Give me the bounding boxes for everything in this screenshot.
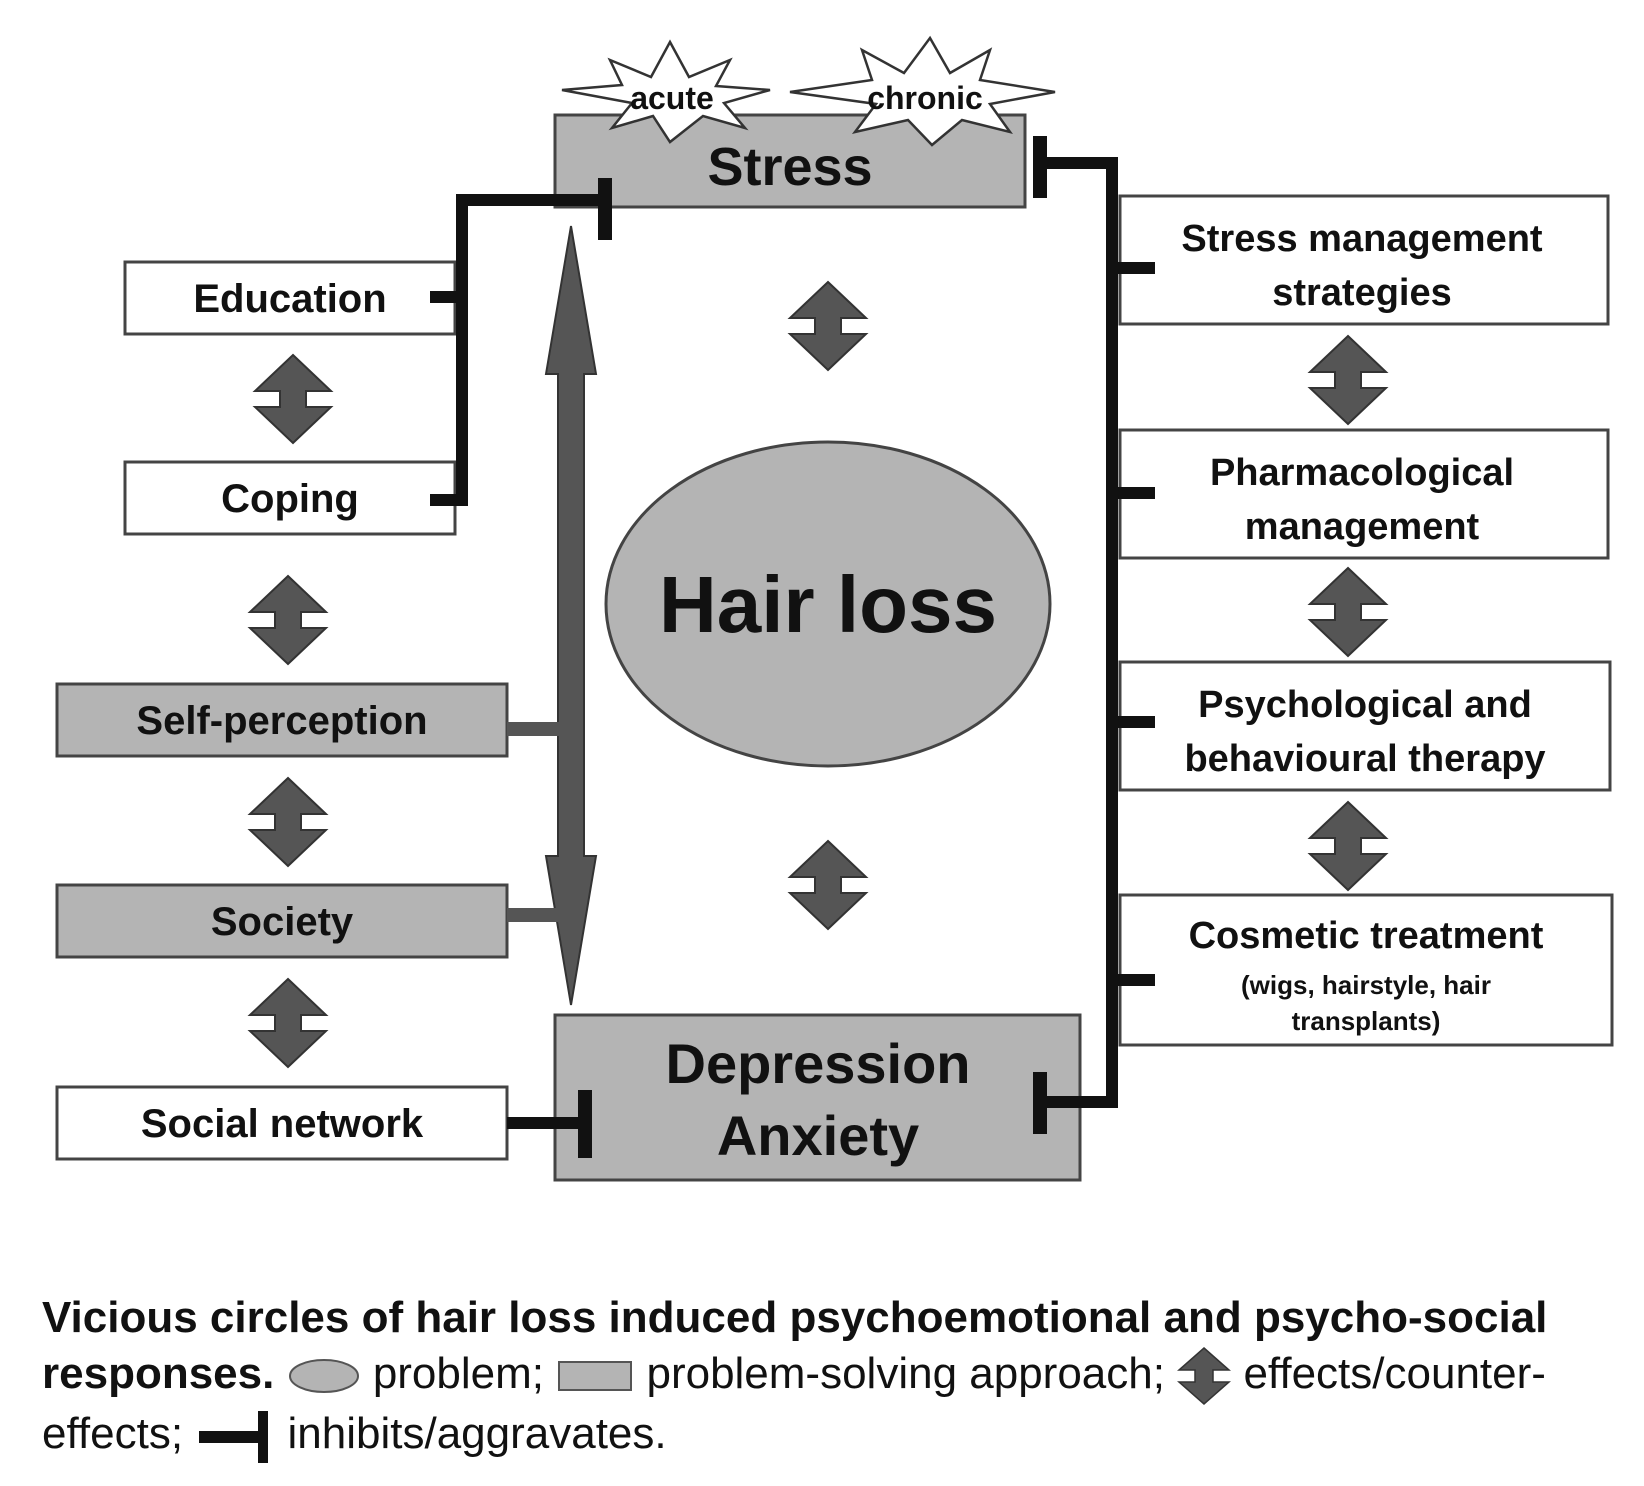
double-arrow-selfperception-society — [249, 777, 327, 867]
hair-loss-ellipse — [604, 440, 1052, 768]
coping-box — [123, 460, 457, 536]
society-label: Society — [211, 900, 354, 944]
psychological-box — [1118, 660, 1612, 792]
legend-problem-text: problem; — [372, 1349, 544, 1398]
acute-label: acute — [630, 80, 714, 116]
chronic-burst-shape — [789, 35, 1056, 147]
pharmacological-line1: Pharmacological — [1210, 452, 1514, 494]
double-arrow-coping-selfperception — [249, 575, 327, 665]
legend-double-arrow-icon — [1177, 1347, 1232, 1406]
left-inhibitor-lines — [430, 178, 612, 1158]
double-arrow-stressmgmt-pharma — [1309, 335, 1387, 425]
education-label: Education — [193, 277, 386, 321]
education-box — [123, 260, 457, 336]
self-perception-label: Self-perception — [136, 699, 427, 743]
double-arrow-education-coping — [254, 354, 332, 444]
hair-loss-label: Hair loss — [659, 560, 997, 649]
social-network-label: Social network — [141, 1102, 424, 1146]
stress-management-line2: strategies — [1272, 272, 1452, 314]
double-arrow-hairloss-depression — [789, 840, 867, 930]
stress-management-line1: Stress management — [1181, 218, 1542, 260]
psychological-line2: behavioural therapy — [1184, 738, 1545, 780]
cosmetic-box — [1118, 893, 1614, 1047]
depression-anxiety-box — [553, 1013, 1082, 1182]
anxiety-label: Anxiety — [717, 1104, 919, 1167]
legend-inhibits-text: inhibits/aggravates. — [287, 1409, 667, 1459]
legend-effects-text: effects/counter-effects; — [42, 1349, 1546, 1459]
caption-title: Vicious circles of hair loss induced psy… — [42, 1293, 1548, 1398]
stress-label: Stress — [707, 137, 872, 197]
long-vertical-double-arrow — [507, 225, 598, 1006]
psychological-line1: Psychological and — [1198, 684, 1532, 726]
depression-label: Depression — [666, 1032, 971, 1095]
acute-burst-shape — [561, 39, 771, 144]
pharmacological-line2: management — [1245, 506, 1480, 548]
figure-caption: Vicious circles of hair loss induced psy… — [42, 1290, 1622, 1465]
double-arrow-society-socialnetwork — [249, 978, 327, 1068]
chronic-label: chronic — [867, 80, 983, 116]
legend-approach-text: problem-solving approach; — [646, 1349, 1165, 1398]
cosmetic-line1: Cosmetic treatment — [1189, 915, 1544, 957]
stress-management-box — [1118, 194, 1610, 326]
legend-rectangle-icon — [558, 1361, 633, 1392]
cosmetic-sub1: (wigs, hairstyle, hair — [1241, 970, 1491, 1000]
double-arrow-stress-hairloss — [789, 281, 867, 371]
right-inhibitor-lines — [1033, 136, 1155, 1134]
society-box — [55, 883, 509, 959]
legend-ellipse-icon — [288, 1359, 359, 1394]
double-arrow-psych-cosmetic — [1309, 801, 1387, 891]
hair-loss-diagram: acute chronic Stress Hair loss Depressio… — [55, 35, 1614, 1182]
legend-inhibitor-icon — [199, 1410, 269, 1463]
self-perception-box — [55, 682, 509, 758]
coping-label: Coping — [221, 477, 359, 521]
double-arrow-pharma-psych — [1309, 567, 1387, 657]
cosmetic-sub2: transplants) — [1292, 1006, 1441, 1036]
